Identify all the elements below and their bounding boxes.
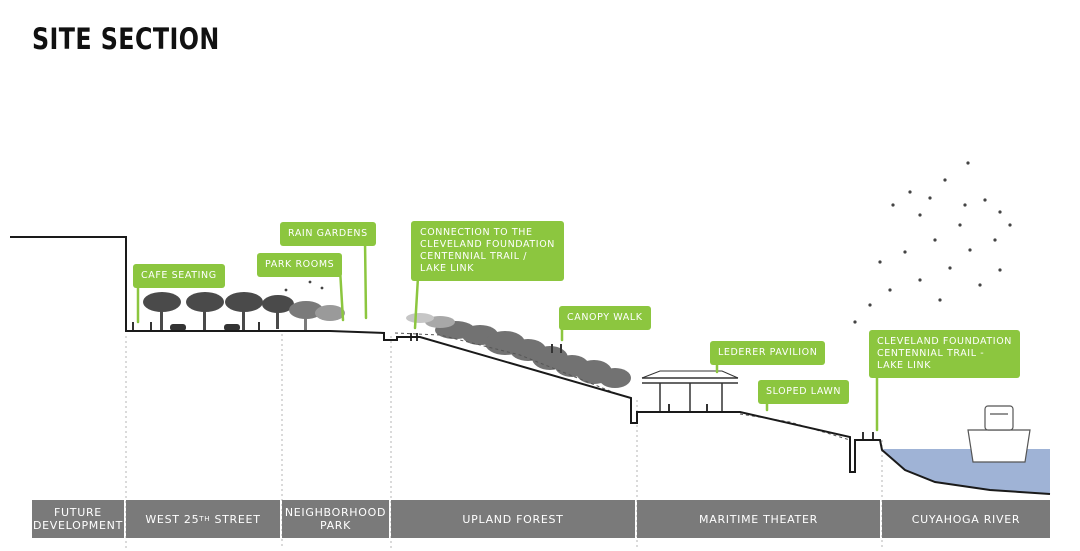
callout-canopy-walk: CANOPY WALK	[559, 306, 651, 330]
callout-centennial-trail-lake-link: CLEVELAND FOUNDATION CENTENNIAL TRAIL - …	[869, 330, 1020, 378]
callout-connection-trail: CONNECTION TO THE CLEVELAND FOUNDATION C…	[411, 221, 564, 281]
upland-forest-trees	[406, 313, 631, 388]
street-cars	[170, 324, 240, 331]
zone-future-development: FUTURE DEVELOPMENT	[32, 500, 124, 538]
boat-icon	[967, 405, 1031, 463]
callout-cafe-seating: CAFE SEATING	[133, 264, 225, 288]
callout-park-rooms: PARK ROOMS	[257, 253, 343, 277]
ground-line	[10, 236, 1051, 495]
lederer-pavilion-structure	[641, 370, 739, 412]
zone-neighborhood-park: NEIGHBORHOOD PARK	[282, 500, 389, 538]
lawn-path	[739, 413, 851, 441]
callout-lederer-pavilion: LEDERER PAVILION	[710, 341, 826, 365]
zone-west-25th-suffix: STREET	[210, 512, 261, 526]
zone-upland-forest: UPLAND FOREST	[391, 500, 635, 538]
zone-cuyahoga-river: CUYAHOGA RIVER	[882, 500, 1050, 538]
birds	[284, 161, 1012, 324]
zone-west-25th-prefix: WEST 25	[145, 512, 200, 526]
zone-maritime-theater: MARITIME THEATER	[637, 500, 880, 538]
callout-sloped-lawn: SLOPED LAWN	[758, 380, 850, 404]
street-trees	[143, 292, 345, 330]
page-title: SITE SECTION	[32, 22, 220, 56]
trail-path	[394, 332, 621, 396]
callout-rain-gardens: RAIN GARDENS	[280, 222, 376, 246]
